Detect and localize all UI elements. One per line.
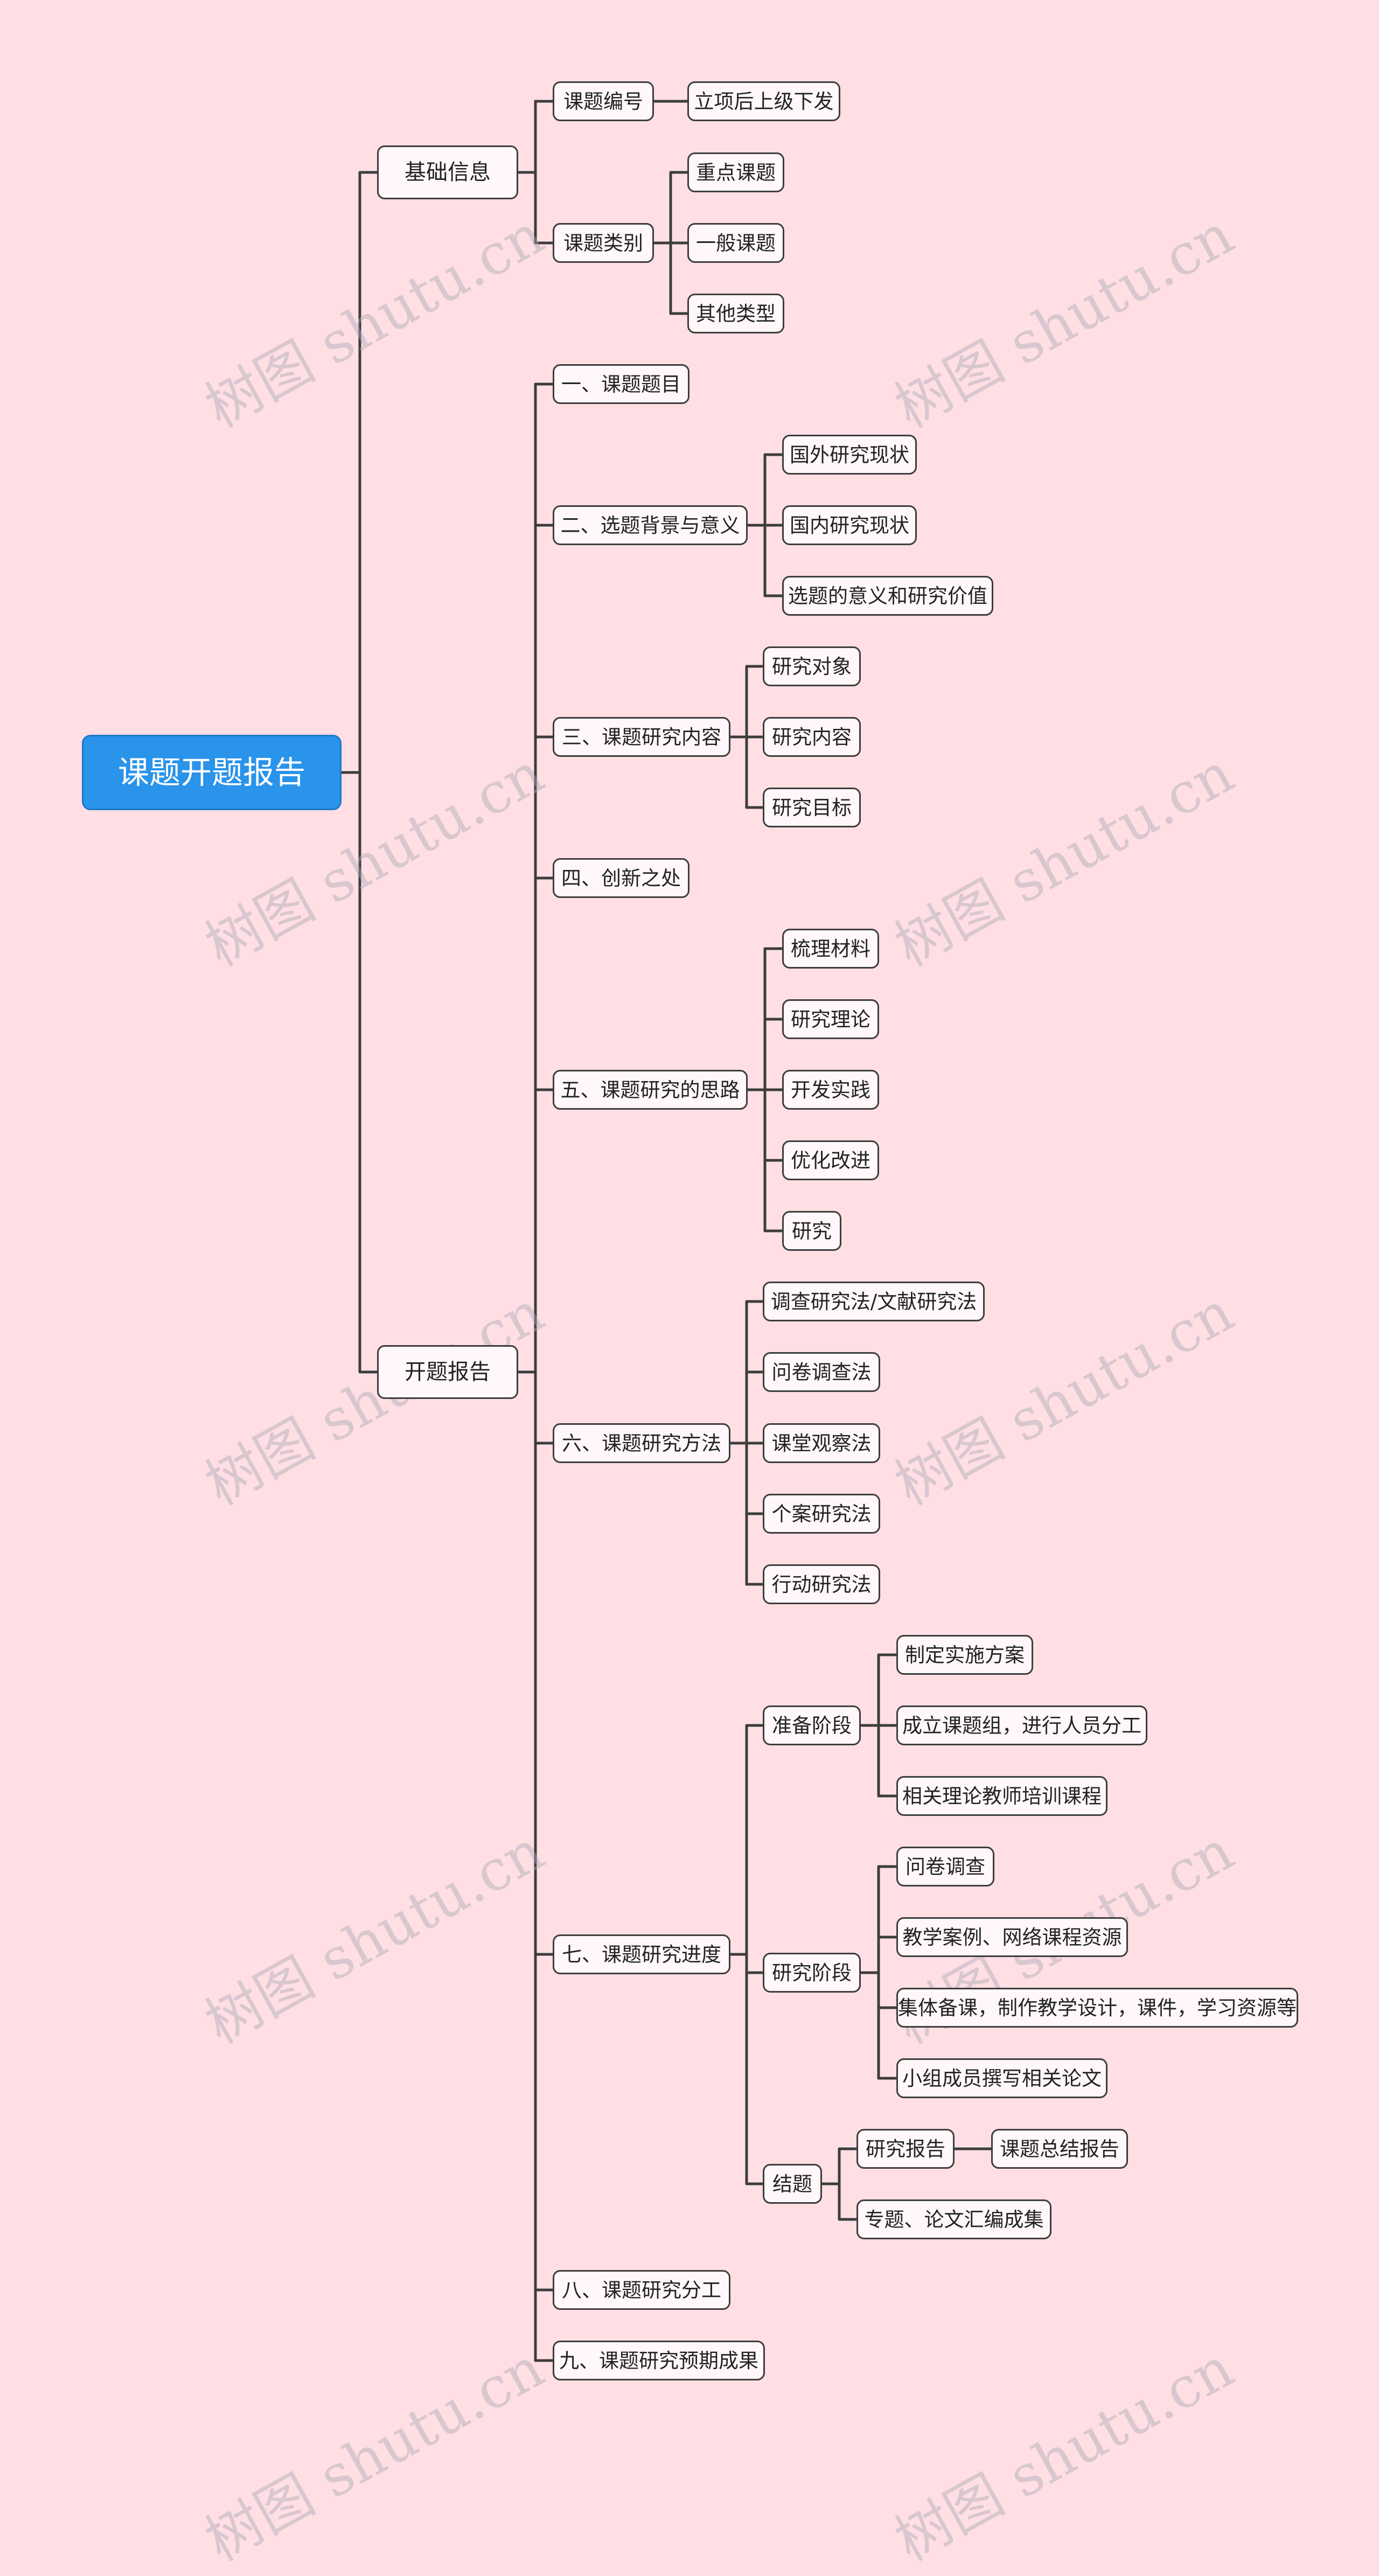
node-method-case[interactable]: 个案研究法 <box>763 1494 880 1534</box>
node-proposal-report[interactable]: 开题报告 <box>377 1345 518 1399</box>
node-section-title[interactable]: 一、课题题目 <box>553 364 690 404</box>
node-section-methods[interactable]: 六、课题研究方法 <box>553 1423 730 1463</box>
node-study-theory[interactable]: 研究理论 <box>782 999 879 1039</box>
node-research-questionnaire[interactable]: 问卷调查 <box>896 1847 994 1886</box>
node-prep-plan[interactable]: 制定实施方案 <box>896 1635 1033 1675</box>
node-category-general[interactable]: 一般课题 <box>687 223 784 263</box>
node-prep-training[interactable]: 相关理论教师培训课程 <box>896 1776 1108 1816</box>
node-section-approach[interactable]: 五、课题研究的思路 <box>553 1070 748 1110</box>
node-stage-prep[interactable]: 准备阶段 <box>763 1705 861 1745</box>
node-section-progress[interactable]: 七、课题研究进度 <box>553 1934 730 1974</box>
node-method-action[interactable]: 行动研究法 <box>763 1564 880 1604</box>
node-section-background[interactable]: 二、选题背景与意义 <box>553 505 748 545</box>
node-optimize[interactable]: 优化改进 <box>782 1140 879 1180</box>
node-sort-materials[interactable]: 梳理材料 <box>782 929 879 969</box>
node-research-goal[interactable]: 研究目标 <box>763 788 861 827</box>
node-section-innovation[interactable]: 四、创新之处 <box>553 858 690 898</box>
root-topic[interactable]: 课题开题报告 <box>82 735 342 810</box>
node-conclusion-collection[interactable]: 专题、论文汇编成集 <box>856 2199 1051 2239</box>
node-research-papers[interactable]: 小组成员撰写相关论文 <box>896 2058 1108 2098</box>
node-stage-conclusion[interactable]: 结题 <box>763 2164 822 2204</box>
node-significance[interactable]: 选题的意义和研究价值 <box>782 576 993 616</box>
node-research[interactable]: 研究 <box>782 1211 841 1251</box>
node-develop-practice[interactable]: 开发实践 <box>782 1070 879 1110</box>
node-section-division[interactable]: 八、课题研究分工 <box>553 2270 730 2310</box>
node-topic-number-value[interactable]: 立项后上级下发 <box>687 81 840 121</box>
node-prep-team[interactable]: 成立课题组，进行人员分工 <box>896 1705 1147 1745</box>
node-summary-report[interactable]: 课题总结报告 <box>991 2129 1128 2169</box>
node-method-survey-literature[interactable]: 调查研究法/文献研究法 <box>763 1282 985 1321</box>
node-section-outcomes[interactable]: 九、课题研究预期成果 <box>553 2341 765 2380</box>
node-domestic-status[interactable]: 国内研究现状 <box>782 505 917 545</box>
node-stage-research[interactable]: 研究阶段 <box>763 1953 861 1993</box>
node-topic-category[interactable]: 课题类别 <box>553 223 654 263</box>
node-category-key[interactable]: 重点课题 <box>687 152 784 192</box>
connector-lines <box>340 100 993 2362</box>
node-basic-info[interactable]: 基础信息 <box>377 145 518 199</box>
node-research-object[interactable]: 研究对象 <box>763 646 861 686</box>
node-method-questionnaire[interactable]: 问卷调查法 <box>763 1352 880 1392</box>
node-conclusion-report[interactable]: 研究报告 <box>856 2129 955 2169</box>
node-research-content[interactable]: 研究内容 <box>763 717 861 757</box>
node-research-lesson-prep[interactable]: 集体备课，制作教学设计，课件，学习资源等 <box>896 1988 1298 2028</box>
node-research-cases[interactable]: 教学案例、网络课程资源 <box>896 1917 1128 1957</box>
node-method-observation[interactable]: 课堂观察法 <box>763 1423 880 1463</box>
node-foreign-status[interactable]: 国外研究现状 <box>782 435 917 475</box>
node-category-other[interactable]: 其他类型 <box>687 294 784 333</box>
node-topic-number[interactable]: 课题编号 <box>553 81 654 121</box>
node-section-content[interactable]: 三、课题研究内容 <box>553 717 730 757</box>
